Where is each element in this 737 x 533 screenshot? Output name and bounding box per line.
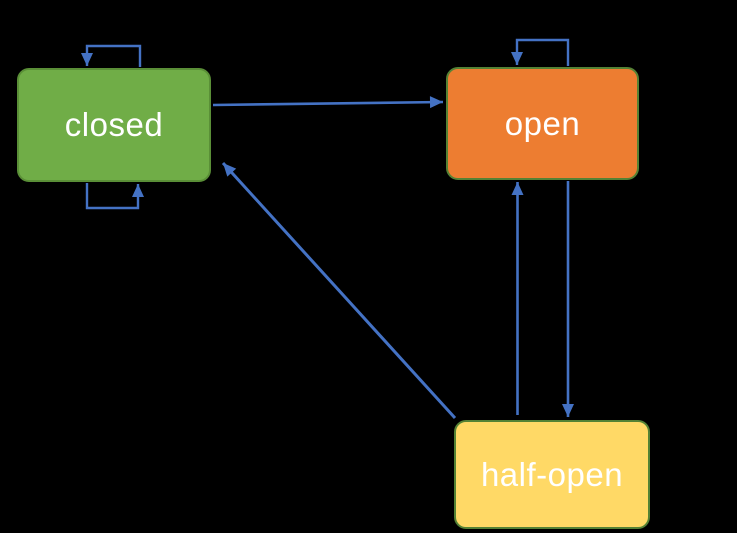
state-node-open: open xyxy=(446,67,639,180)
state-node-closed: closed xyxy=(17,68,211,182)
state-label-half-open: half-open xyxy=(480,455,624,493)
arrow-closed-self-loop-bottom xyxy=(85,183,144,210)
arrow-open-self-loop-top xyxy=(511,38,570,66)
arrow-closed-self-loop-top xyxy=(81,44,142,67)
state-node-half-open: half-open xyxy=(454,420,650,529)
state-label-open: open xyxy=(504,104,581,142)
arrow-closed-to-open xyxy=(212,96,444,109)
arrow-half-open-to-closed xyxy=(221,161,457,420)
state-label-closed: closed xyxy=(64,106,164,143)
